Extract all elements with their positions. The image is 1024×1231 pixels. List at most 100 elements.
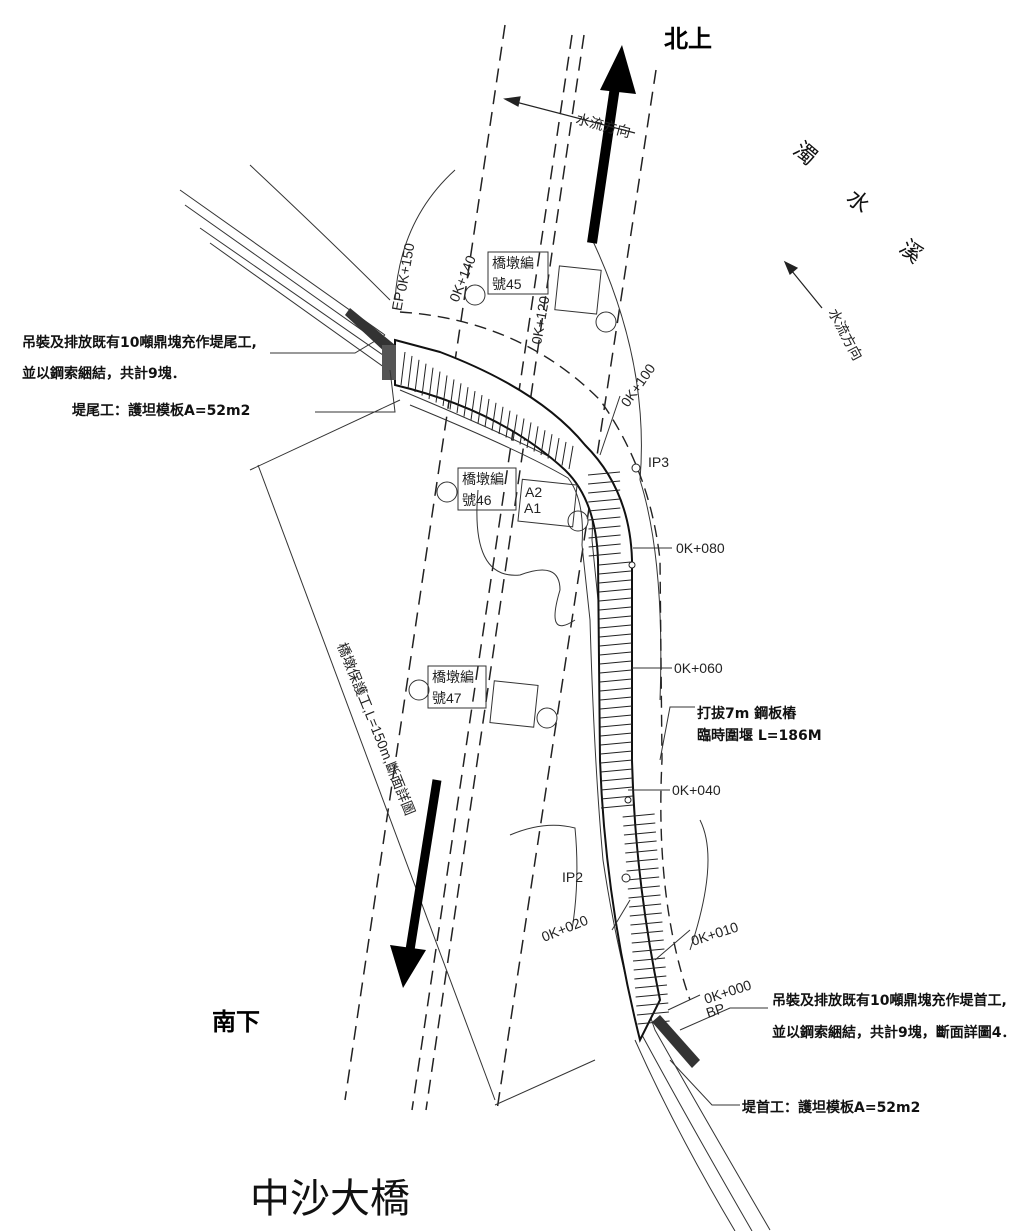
hatch-line <box>600 714 633 719</box>
hatch-line <box>456 383 462 414</box>
hatch-line <box>600 804 634 809</box>
hatch-line <box>588 534 621 539</box>
station-0k000: 0K+000 <box>702 977 753 1007</box>
hatch-line <box>631 930 664 935</box>
hatch-line <box>600 759 633 764</box>
tail-area: 堤尾工：護坦模板A=52m2 <box>72 402 250 419</box>
hatch-line <box>625 858 658 863</box>
hatch-line <box>554 437 560 463</box>
hatch-line <box>498 406 504 435</box>
hatch-line <box>477 394 483 424</box>
hatch-line <box>400 351 406 386</box>
hatch-line <box>547 434 553 459</box>
hatch-line <box>627 876 660 881</box>
dimension-line <box>249 399 596 1106</box>
hatch-line <box>599 660 632 665</box>
hatch-line <box>599 651 632 656</box>
hatch-line <box>519 418 525 445</box>
ip2-label: IP2 <box>562 869 583 885</box>
north-arrow-icon <box>587 45 636 244</box>
bridge-title: 中沙大橋 <box>250 1176 410 1222</box>
pier-47-line2: 號47 <box>432 690 462 706</box>
hatch-line <box>623 822 656 827</box>
hatch-line <box>600 777 633 782</box>
station-0k080: 0K+080 <box>676 540 725 556</box>
pier-45-line1: 橋墩編 <box>492 255 534 271</box>
river-name-1: 濁 <box>788 137 821 170</box>
a2-label: A2 <box>525 484 542 500</box>
hatch-line <box>421 363 427 396</box>
station-0k010: 0K+010 <box>689 919 740 949</box>
hatch-line <box>414 359 420 393</box>
hatch-line <box>599 624 632 629</box>
hatch-line <box>598 579 632 584</box>
hatch-line <box>599 588 632 593</box>
hatch-line <box>533 426 539 452</box>
hatch-line <box>505 410 511 438</box>
hatch-line <box>633 966 666 971</box>
river-name-2: 水 <box>841 185 874 218</box>
flow-arrow-icon <box>503 96 823 309</box>
hatch-line <box>568 445 574 470</box>
hatch-line <box>463 387 469 417</box>
ip3-label: IP3 <box>648 454 669 470</box>
south-arrow-icon <box>390 779 442 988</box>
hatch-line <box>599 606 632 611</box>
a1-label: A1 <box>524 500 541 516</box>
hatch-line <box>491 402 497 431</box>
hatch-line <box>631 939 664 944</box>
head-note-line1: 吊裝及排放既有10噸鼎塊充作堤首工, <box>772 992 1007 1009</box>
north-label: 北上 <box>664 24 712 53</box>
hatch-line <box>428 367 434 400</box>
hatch-line <box>599 678 632 683</box>
hatch-line <box>600 741 633 746</box>
head-blocks <box>652 1015 700 1068</box>
cofferdam-line <box>399 311 691 1001</box>
hatch-line <box>600 723 633 728</box>
river-name-3: 溪 <box>894 235 927 268</box>
hatch-line <box>442 375 448 407</box>
hatch-line <box>632 948 665 953</box>
hatch-line <box>588 543 621 548</box>
river-bank-lines <box>179 164 771 1231</box>
hatch-line <box>636 1011 669 1016</box>
survey-points <box>621 463 641 883</box>
hatch-line <box>449 379 455 410</box>
hatch-line <box>588 480 621 485</box>
hatch-line <box>470 391 476 421</box>
hatch-line <box>628 894 661 899</box>
station-0k140: 0K+140 <box>446 253 479 304</box>
hatch-line <box>588 552 621 557</box>
hatch-line <box>600 768 633 773</box>
hatch-line <box>599 642 632 647</box>
hatch-line <box>634 975 667 980</box>
hatch-line <box>635 993 668 998</box>
leader-lines <box>270 334 768 1106</box>
station-0k100: 0K+100 <box>617 361 658 410</box>
station-0k150: 0K+150 <box>393 242 417 293</box>
pier-structures <box>408 251 617 729</box>
hatch-line <box>599 597 632 602</box>
hatch-line <box>599 669 632 674</box>
station-0k060: 0K+060 <box>674 660 723 676</box>
hatch-line <box>600 732 633 737</box>
hatch-line <box>624 840 657 845</box>
hatch-line <box>540 430 546 456</box>
tail-blocks <box>345 308 395 355</box>
hatch-line <box>627 885 660 890</box>
embankment <box>394 338 670 1043</box>
tail-note-line1: 吊裝及排放既有10噸鼎塊充作堤尾工, <box>22 334 257 351</box>
bp-label: BP <box>704 1000 727 1021</box>
hatch-line <box>407 355 413 389</box>
head-area: 堤首工：護坦模板A=52m2 <box>742 1099 920 1116</box>
head-note-line2: 並以鋼索綑結，共計9塊，斷面詳圖4． <box>772 1024 1015 1041</box>
hatch-line <box>526 422 532 449</box>
hatch-line <box>599 615 632 620</box>
hatch-line <box>600 786 633 791</box>
hatch-line <box>484 398 490 428</box>
pier-46-line1: 橋墩編 <box>462 471 504 487</box>
hatch-line <box>629 903 662 908</box>
hatch-line <box>599 687 632 692</box>
hatch-line <box>598 561 631 566</box>
